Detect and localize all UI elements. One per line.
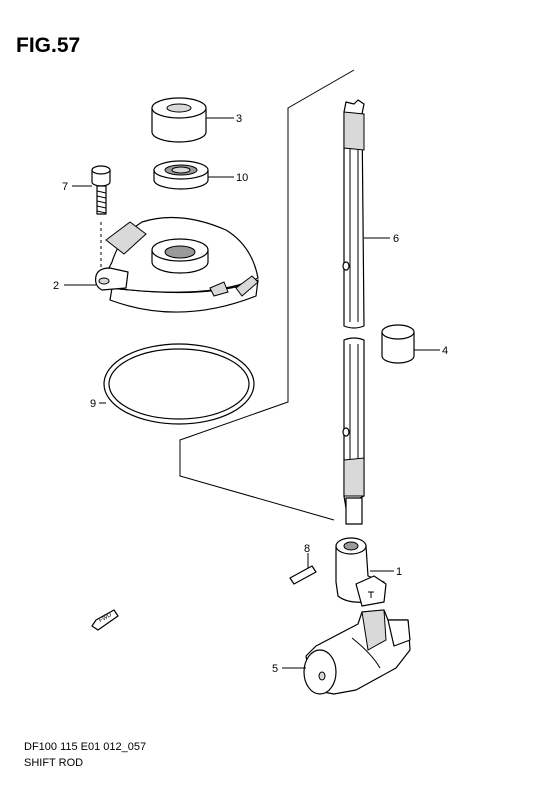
part-9-o-ring	[103, 343, 255, 425]
part-7-bolt	[91, 165, 111, 215]
callout-1: 1	[396, 566, 402, 578]
callout-6: 6	[393, 233, 399, 245]
part-4-collar	[381, 324, 415, 364]
callout-8: 8	[304, 543, 310, 555]
part-6-shift-rod-lower	[342, 337, 365, 525]
callout-7: 7	[62, 181, 68, 193]
callout-4: 4	[442, 345, 448, 357]
callout-2: 2	[53, 280, 59, 292]
fwd-arrow: FWD	[91, 609, 119, 631]
callout-3: 3	[236, 113, 242, 125]
part-6-shift-rod	[342, 99, 365, 329]
part-1-shifter	[335, 537, 387, 607]
figure-code: DF100 115 E01 012_057	[24, 741, 146, 753]
callout-9: 9	[90, 398, 96, 410]
figure-title: FIG.57	[16, 34, 80, 57]
part-2-housing	[95, 216, 259, 313]
assembly-bracket-line	[179, 69, 355, 521]
callout-5: 5	[272, 663, 278, 675]
part-3-cap	[151, 97, 207, 143]
callout-10: 10	[236, 172, 248, 184]
figure-name: SHIFT ROD	[24, 757, 83, 769]
part-10-oil-seal	[153, 160, 209, 190]
part-8-pin	[289, 565, 317, 585]
part-5-cam	[303, 609, 411, 695]
